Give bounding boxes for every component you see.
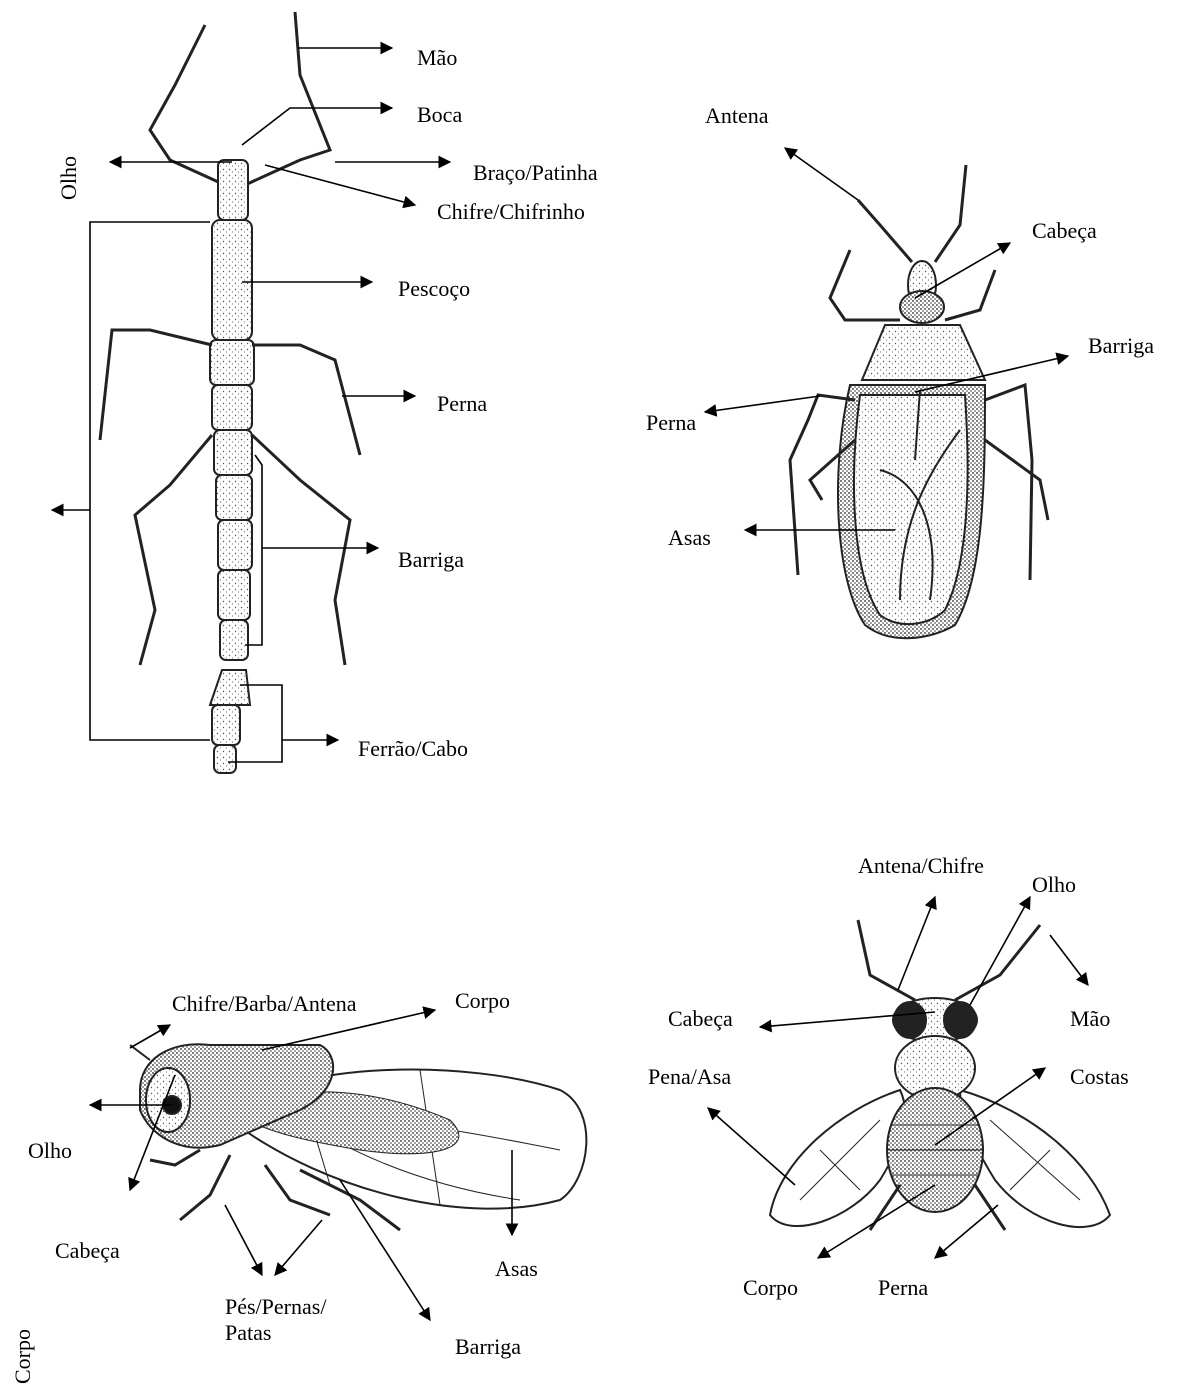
label-barriga: Barriga <box>398 549 464 571</box>
label-mao: Mão <box>417 47 457 69</box>
label-asas-3: Asas <box>495 1258 538 1280</box>
label-mao-4: Mão <box>1070 1008 1110 1030</box>
label-corpo-4: Corpo <box>743 1277 798 1299</box>
label-costas-4: Costas <box>1070 1066 1129 1088</box>
label-corpo-3: Corpo <box>455 990 510 1012</box>
label-chifre: Chifre/Chifrinho <box>437 201 585 223</box>
label-asas: Asas <box>668 527 711 549</box>
arrow-mao-4 <box>1050 935 1088 985</box>
arrow-chifre-3 <box>130 1025 170 1048</box>
arrow-perna-4 <box>935 1205 998 1258</box>
label-perna: Perna <box>437 393 487 415</box>
cicada-drawing <box>130 1044 586 1230</box>
label-chifre-3: Chifre/Barba/Antena <box>172 993 357 1015</box>
label-barriga-2: Barriga <box>1088 335 1154 357</box>
label-barriga-3: Barriga <box>455 1336 521 1358</box>
label-antena-4: Antena/Chifre <box>858 855 984 877</box>
label-boca: Boca <box>417 104 462 126</box>
arrow-perna-2 <box>705 396 820 412</box>
arrow-antena-4 <box>898 897 935 990</box>
label-cabeca-3: Cabeça <box>55 1240 120 1262</box>
label-pena-4: Pena/Asa <box>648 1066 731 1088</box>
label-olho-3: Olho <box>28 1140 72 1162</box>
label-pes-line2: Patas <box>225 1322 271 1344</box>
bee-drawing <box>770 920 1110 1230</box>
arrow-pes-a <box>225 1205 262 1275</box>
arrow-pena-4 <box>708 1108 795 1185</box>
arrow-antena <box>785 148 858 200</box>
arrow-pes-b <box>275 1220 322 1275</box>
label-cabeca-4: Cabeça <box>668 1008 733 1030</box>
label-antena: Antena <box>705 105 769 127</box>
label-perna-2: Perna <box>646 412 696 434</box>
label-pescoco: Pescoço <box>398 278 470 300</box>
arrow-chifre <box>265 165 415 205</box>
arrow-corpo-3 <box>262 1010 435 1050</box>
bracket-corpo <box>90 222 210 740</box>
label-cabeca: Cabeça <box>1032 220 1097 242</box>
label-ferrao: Ferrão/Cabo <box>358 738 468 760</box>
label-braco: Braço/Patinha <box>473 162 598 184</box>
label-perna-4: Perna <box>878 1277 928 1299</box>
stick-insect-drawing <box>100 12 360 773</box>
label-corpo-side: Corpo <box>12 1329 34 1384</box>
label-olho-4: Olho <box>1032 874 1076 896</box>
label-pes-line1: Pés/Pernas/ <box>225 1296 326 1318</box>
assassin-bug-drawing <box>790 165 1048 638</box>
label-olho: Olho <box>58 156 80 200</box>
